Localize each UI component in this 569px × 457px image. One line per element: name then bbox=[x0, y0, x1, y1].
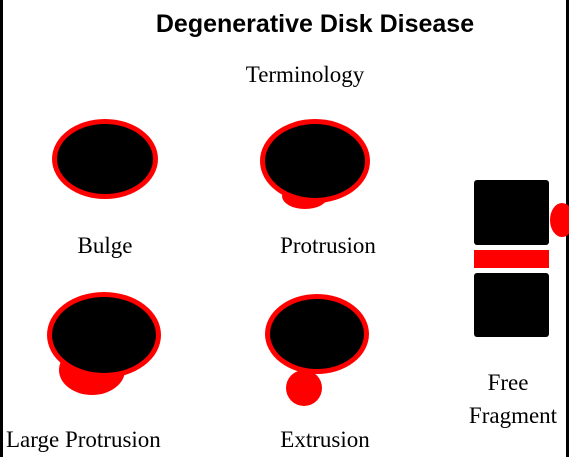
bulge-disk bbox=[52, 119, 158, 199]
free-fragment-label-line1: Free bbox=[487, 370, 529, 395]
protrusion-label: Protrusion bbox=[280, 233, 376, 258]
upper-vertebra bbox=[474, 180, 549, 245]
intervertebral-disk bbox=[474, 250, 549, 268]
free-fragment bbox=[550, 203, 569, 237]
free-fragment-spine bbox=[474, 180, 569, 337]
page-subtitle: Terminology bbox=[245, 62, 365, 87]
protrusion-disk bbox=[260, 119, 370, 209]
bulge-nucleus bbox=[57, 124, 153, 194]
extrusion-nucleus bbox=[270, 299, 364, 369]
page-title: Degenerative Disk Disease bbox=[155, 10, 475, 38]
protrusion-nucleus bbox=[265, 124, 365, 198]
free-fragment-label-line2: Fragment bbox=[468, 403, 558, 428]
extrusion-fragment bbox=[286, 370, 322, 406]
large-protrusion-label: Large Protrusion bbox=[6, 427, 161, 452]
left-border bbox=[0, 0, 3, 457]
extrusion-label: Extrusion bbox=[280, 427, 370, 452]
extrusion-disk bbox=[265, 294, 369, 406]
lower-vertebra bbox=[474, 273, 549, 337]
large-protrusion-nucleus bbox=[52, 297, 156, 373]
large-protrusion-disk bbox=[47, 292, 161, 395]
bulge-label: Bulge bbox=[77, 233, 133, 258]
